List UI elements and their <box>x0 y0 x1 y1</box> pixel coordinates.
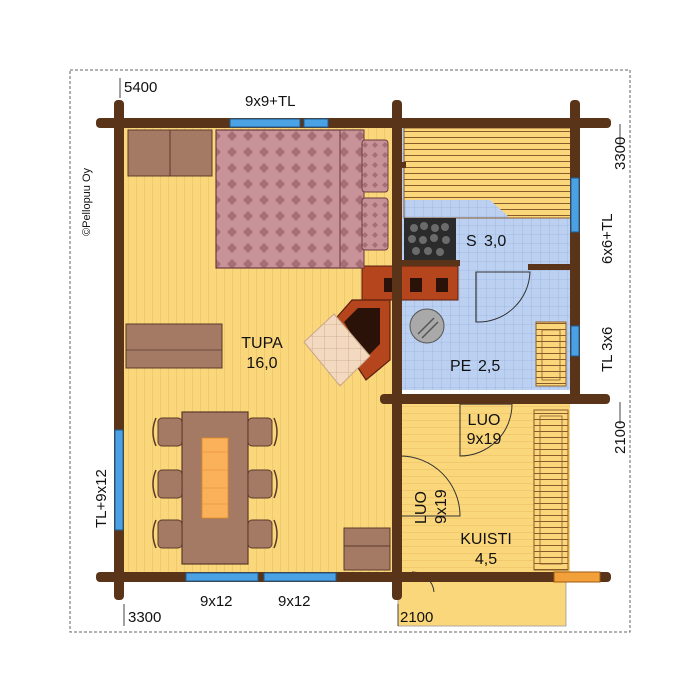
window-left-icon <box>114 429 124 531</box>
double-bed <box>215 129 389 269</box>
kuisti-name: KUISTI <box>460 531 512 548</box>
entry-door-size: 9x19 <box>433 489 450 524</box>
sauna-name: S <box>466 233 477 250</box>
washroom-name: PE <box>450 358 471 375</box>
log-walls <box>96 100 611 600</box>
windows <box>114 118 580 582</box>
dim-bottom-right: 2100 <box>400 609 433 626</box>
porch-bench <box>533 409 569 571</box>
dim-right-upper: 3300 <box>612 137 629 170</box>
copyright-label: ©Pellopuu Oy <box>81 167 93 236</box>
heater-stones <box>408 222 450 256</box>
sofa-bench <box>125 323 223 369</box>
washroom-door-swing <box>475 271 531 323</box>
dim-bottom-left: 3300 <box>128 609 161 626</box>
sauna-bench-step <box>490 200 574 218</box>
porch-post <box>553 571 601 583</box>
tupa-area: 16,0 <box>246 355 277 372</box>
dining-set <box>152 411 278 565</box>
window-right-middle-icon <box>570 325 580 357</box>
window-bottom-right-label: 9x12 <box>278 593 311 610</box>
porch-door-name: LUO <box>468 412 501 429</box>
porch-door-size: 9x19 <box>467 431 502 448</box>
corner-fireplace <box>303 299 391 387</box>
plot-boundary <box>69 69 631 633</box>
window-bottom-right-icon <box>263 572 337 582</box>
washroom-area: 2,5 <box>478 358 500 375</box>
window-top-icon <box>229 118 301 128</box>
sauna-bench-upper <box>404 128 574 200</box>
tupa-name: TUPA <box>241 335 283 352</box>
floor-drain <box>409 308 445 344</box>
kuisti-area: 4,5 <box>475 551 497 568</box>
porch-door-swing <box>459 403 513 457</box>
entry-door-name: LUO <box>413 491 430 524</box>
window-right-upper-label: 6x6+TL <box>599 214 616 264</box>
cabinet <box>343 527 391 571</box>
window-bottom-left-icon <box>185 572 259 582</box>
window-bottom-left-label: 9x12 <box>200 593 233 610</box>
window-top-label: 9x9+TL <box>245 93 295 110</box>
wardrobe <box>127 129 213 177</box>
washroom-bench <box>535 321 567 387</box>
entry-door-swing <box>399 455 461 517</box>
window-right-middle-label: TL 3x6 <box>599 327 616 372</box>
sauna-area: 3,0 <box>484 233 506 250</box>
window-left-label: TL+9x12 <box>93 469 110 528</box>
dim-right-lower: 2100 <box>612 421 629 454</box>
dim-top-width: 5400 <box>124 79 157 96</box>
entry-deck <box>397 577 567 627</box>
window-right-upper-icon <box>570 177 580 233</box>
